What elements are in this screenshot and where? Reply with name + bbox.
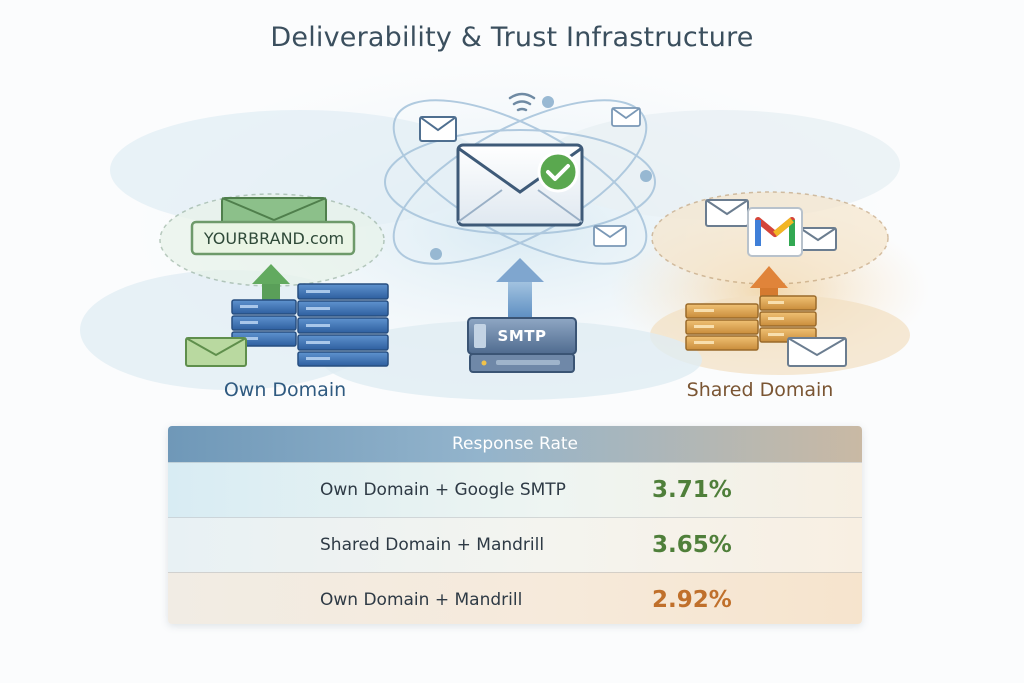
row-label: Own Domain + Mandrill xyxy=(320,590,523,610)
row-label: Shared Domain + Mandrill xyxy=(320,535,545,555)
gmail-icon xyxy=(747,207,803,257)
response-rate-table: Response Rate Own Domain + Google SMTP 3… xyxy=(168,426,862,624)
smtp-server-label: SMTP xyxy=(497,327,547,345)
own-domain-label: Own Domain xyxy=(223,379,347,401)
wifi-icon xyxy=(508,92,536,112)
server-rack-icon xyxy=(231,283,389,367)
server-rack-icon xyxy=(467,317,577,373)
table-row: Own Domain + Google SMTP 3.71% xyxy=(168,462,862,517)
envelope-icon xyxy=(593,225,627,247)
envelope-icon xyxy=(611,107,641,127)
envelope-icon xyxy=(799,227,837,251)
row-value: 3.71% xyxy=(652,477,732,503)
arrow-up-icon xyxy=(496,258,544,318)
envelope-icon xyxy=(185,337,247,367)
page-title: Deliverability & Trust Infrastructure xyxy=(270,22,754,53)
orbit-rings xyxy=(384,96,656,265)
envelope-icon xyxy=(419,116,457,142)
envelope-icon xyxy=(705,199,749,227)
envelope-icon xyxy=(787,337,847,367)
brand-envelope-icon xyxy=(221,197,327,229)
brand-sign xyxy=(190,220,356,256)
row-value: 2.92% xyxy=(652,587,732,613)
check-icon xyxy=(537,151,579,193)
server-rack-icon xyxy=(685,295,817,351)
row-label: Own Domain + Google SMTP xyxy=(320,480,566,500)
table-header: Response Rate xyxy=(168,426,862,462)
infrastructure-illustration xyxy=(80,60,930,400)
row-value: 3.65% xyxy=(652,532,732,558)
shared-domain-label: Shared Domain xyxy=(686,379,834,401)
brand-domain-label: YOURBRAND.com xyxy=(203,229,345,248)
table-row: Own Domain + Mandrill 2.92% xyxy=(168,572,862,624)
table-row: Shared Domain + Mandrill 3.65% xyxy=(168,517,862,572)
